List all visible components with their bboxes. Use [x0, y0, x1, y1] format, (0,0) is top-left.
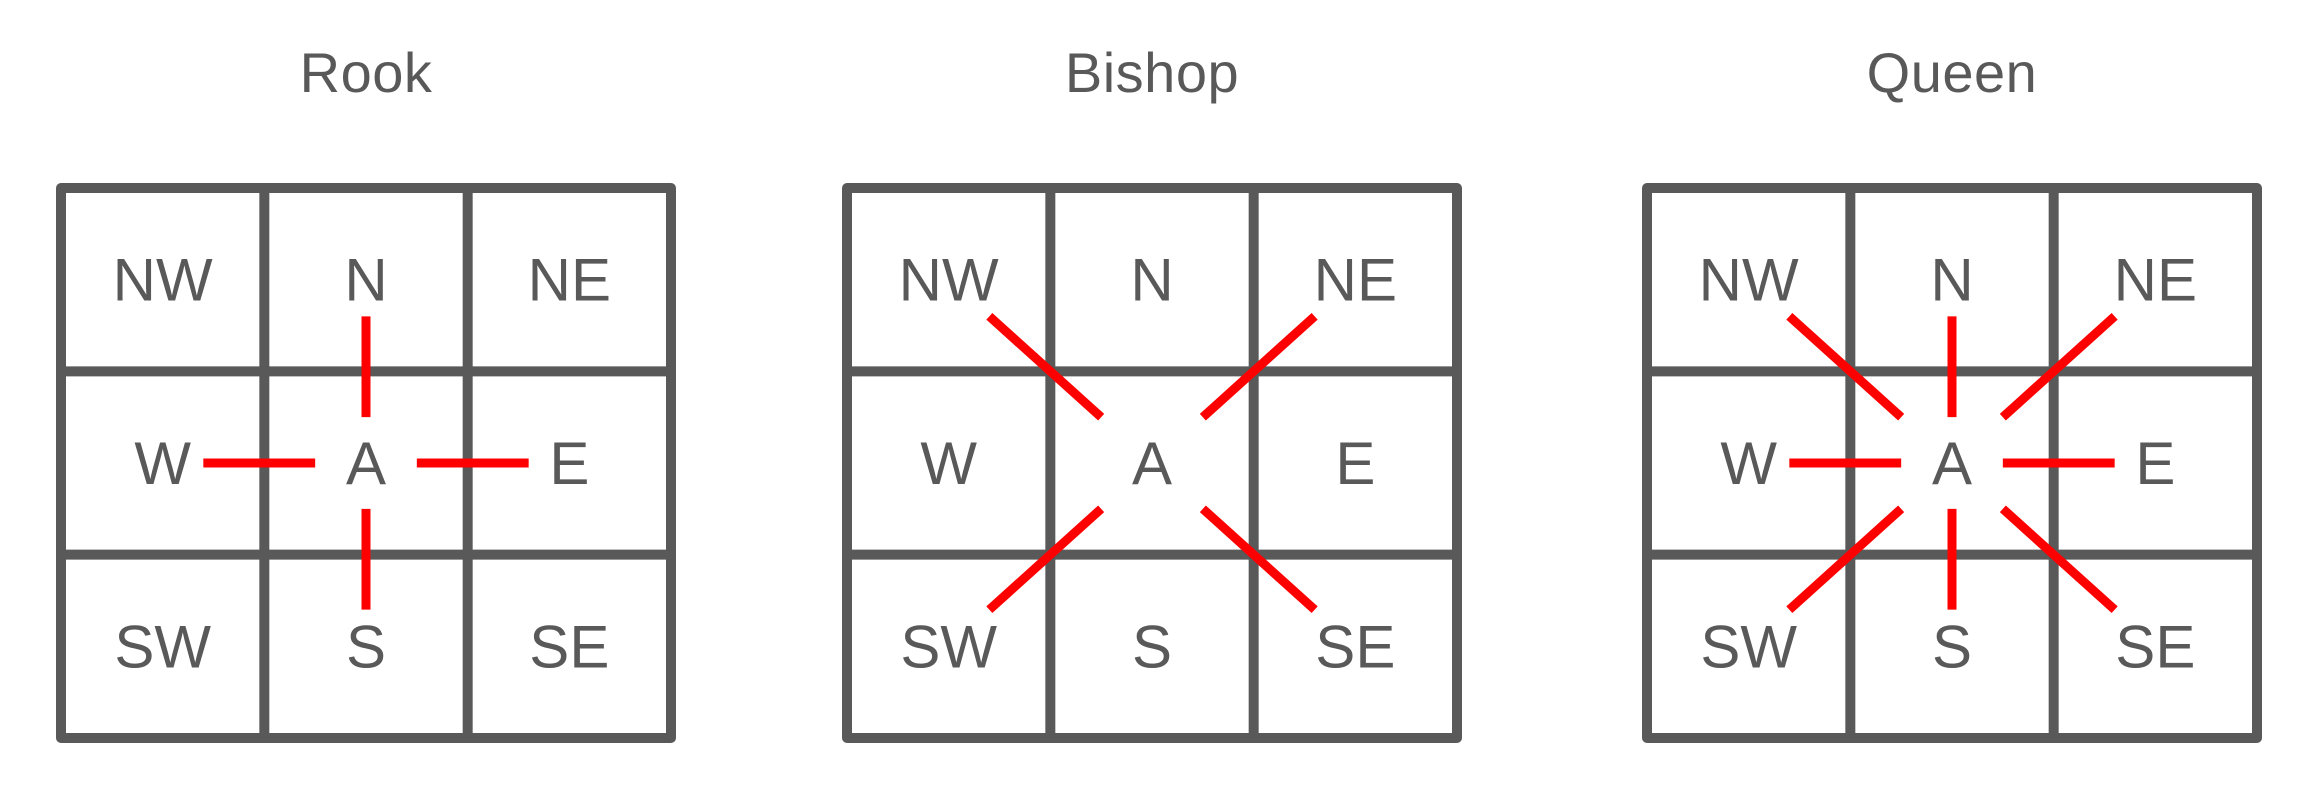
ray-ne	[1999, 312, 2118, 421]
cell-label: N	[1130, 247, 1173, 314]
panel-rook: Rook NW N NE W A E SW S SE	[56, 0, 676, 805]
cell-label: E	[549, 430, 589, 497]
movement-grid: NW N NE W A E SW S SE	[1642, 183, 2262, 743]
cell-label: W	[920, 430, 977, 497]
grid-border	[1642, 183, 2262, 743]
cell-label: NE	[528, 247, 611, 314]
cell-label: S	[1132, 613, 1172, 680]
ray-nw	[986, 312, 1105, 421]
ray-sw	[986, 505, 1105, 614]
cell-label: E	[1335, 430, 1375, 497]
cell-label: S	[1932, 613, 1972, 680]
panel-bishop: Bishop NW N NE W A E SW S SE	[842, 0, 1462, 805]
cell-label: A	[346, 430, 386, 497]
ray-se	[1999, 505, 2118, 614]
ray-ne	[1199, 312, 1318, 421]
cell-label: W	[134, 430, 191, 497]
cell-label: NE	[1314, 247, 1397, 314]
panel-title: Queen	[1866, 41, 2038, 104]
cell-label: N	[1930, 247, 1973, 314]
grid-border	[56, 183, 676, 743]
ray-nw	[1786, 312, 1905, 421]
cell-label: SW	[114, 613, 211, 680]
cell-label: NE	[2114, 247, 2197, 314]
cell-label: N	[344, 247, 387, 314]
grid-border	[842, 183, 1462, 743]
panel-title: Rook	[299, 41, 433, 104]
cell-label: SE	[1315, 613, 1395, 680]
ray-se	[1199, 505, 1318, 614]
movement-grid: NW N NE W A E SW S SE	[842, 183, 1462, 743]
panel-queen: Queen NW N NE W A E SW S SE	[1642, 0, 2262, 805]
cell-label: NW	[1699, 247, 1799, 314]
cell-label: SE	[529, 613, 609, 680]
cell-label: E	[2135, 430, 2175, 497]
cell-label: NW	[113, 247, 213, 314]
cell-label: A	[1932, 430, 1972, 497]
cell-label: A	[1132, 430, 1172, 497]
cell-label: NW	[899, 247, 999, 314]
panel-title: Bishop	[1064, 41, 1240, 104]
cell-label: S	[346, 613, 386, 680]
cell-label: SE	[2115, 613, 2195, 680]
movement-grid: NW N NE W A E SW S SE	[56, 183, 676, 743]
cell-label: SW	[900, 613, 997, 680]
ray-sw	[1786, 505, 1905, 614]
cell-label: SW	[1700, 613, 1797, 680]
cell-label: W	[1720, 430, 1777, 497]
